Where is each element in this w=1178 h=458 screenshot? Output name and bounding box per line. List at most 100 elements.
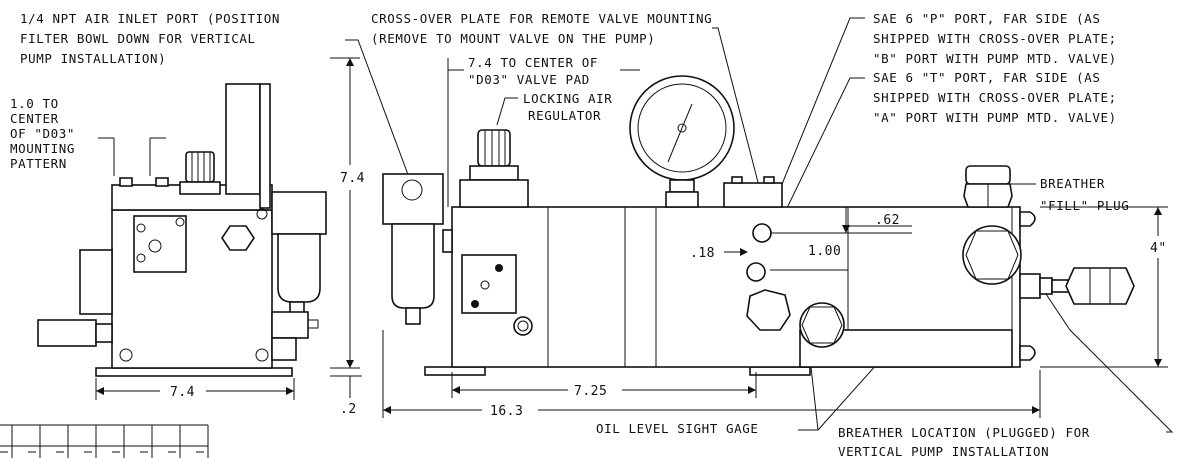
callout-sae-p-port: SAE 6 "P" PORT, FAR SIDE (AS SHIPPED WIT…: [873, 11, 1117, 66]
side-right-fitting: [271, 311, 309, 339]
front-filter-bowl: [391, 223, 435, 309]
callout-locking-regulator: LOCKING AIR REGULATOR: [523, 91, 612, 123]
callout-crossover-plate: CROSS-OVER PLATE FOR REMOTE VALVE MOUNTI…: [371, 11, 712, 46]
side-pad-hole-1: [175, 217, 185, 227]
sae-t-line-2: SHIPPED WITH CROSS-OVER PLATE;: [873, 90, 1117, 105]
sae-p-line-1: SAE 6 "P" PORT, FAR SIDE (AS: [873, 11, 1101, 26]
side-top-nub-left: [119, 177, 133, 187]
side-bolt-right: [255, 348, 269, 362]
d03-line-1: 1.0 TO: [10, 96, 59, 111]
side-right-tab: [307, 319, 319, 329]
side-right-elbow: [271, 337, 297, 361]
callout-breather-location: BREATHER LOCATION (PLUGGED) FOR VERTICAL…: [838, 425, 1090, 458]
side-filter-head: [271, 191, 327, 235]
end-cap-bottom: [1019, 345, 1036, 361]
front-filter-cap: [401, 179, 423, 201]
front-foot-right: [749, 366, 811, 376]
front-filter-drain: [405, 307, 421, 325]
dimension-lines: 7.4 7.4 .2 7.25: [95, 57, 1168, 419]
breather-fill-cap: [965, 165, 1011, 185]
sae-p-port: [752, 223, 772, 243]
gauge-stem: [669, 179, 695, 193]
sae-t-port: [746, 262, 766, 282]
breather-loc-line-2: VERTICAL PUMP INSTALLATION: [838, 444, 1049, 458]
side-regulator-collar: [179, 181, 221, 195]
scale-ruler: [0, 424, 209, 458]
gauge-fitting: [665, 191, 699, 208]
sae-p-leader: [761, 17, 865, 234]
crossover-nub-left: [731, 176, 743, 184]
end-cap-top: [1019, 211, 1036, 227]
crossover-line-2: (REMOVE TO MOUNT VALVE ON THE PUMP): [371, 31, 655, 46]
breather-location-plug: [962, 225, 1022, 285]
regulator-line-1: LOCKING AIR: [523, 91, 612, 106]
air-inlet-line-2: FILTER BOWL DOWN FOR VERTICAL: [20, 31, 256, 46]
breather-loc-line-1: BREATHER LOCATION (PLUGGED) FOR: [838, 425, 1090, 440]
breather-loc-leader: [1041, 287, 1174, 433]
breather-fill-line-1: BREATHER: [1040, 176, 1105, 191]
front-plate-dot-1: [495, 264, 503, 272]
side-gauge-edge: [259, 83, 271, 209]
side-inlet-fitting: [37, 319, 97, 347]
dim-port-spacing-top: .62: [875, 213, 900, 228]
air-inlet-line-1: 1/4 NPT AIR INLET PORT (POSITION: [20, 11, 280, 26]
side-pad-port-1: [148, 239, 162, 253]
side-filter-bowl: [277, 233, 321, 303]
d03-line-5: PATTERN: [10, 156, 67, 171]
front-view: [382, 75, 1135, 376]
dim-overall-length: 16.3: [490, 404, 523, 419]
d03-line-4: MOUNTING: [10, 141, 75, 156]
dim-base-to-pad: 7.25: [574, 384, 607, 399]
front-filter-head: [382, 173, 444, 225]
front-filter-connector: [442, 229, 453, 253]
side-view: [37, 83, 327, 377]
front-plate-port: [480, 280, 490, 290]
regulator-leader: [496, 97, 518, 126]
front-hex-plug: [513, 316, 533, 336]
d03-line-2: CENTER: [10, 111, 59, 126]
valve-pad-line-2: "D03" VALVE PAD: [468, 72, 590, 87]
side-base-plate: [95, 367, 293, 377]
callout-breather-fill: BREATHER "FILL" PLUG: [1040, 176, 1129, 213]
front-regulator-body: [459, 179, 529, 208]
air-inlet-leader: [345, 39, 411, 181]
pressure-gauge-face: [637, 83, 727, 173]
front-plate-dot-2: [471, 300, 479, 308]
side-pad-hole-3: [136, 253, 146, 263]
sae-p-line-2: SHIPPED WITH CROSS-OVER PLATE;: [873, 31, 1117, 46]
side-bolt-top: [256, 208, 268, 220]
side-port-block: [79, 249, 113, 315]
air-inlet-line-3: PUMP INSTALLATION): [20, 51, 166, 66]
side-inlet-nut: [95, 323, 113, 343]
front-regulator-collar: [469, 165, 519, 181]
crossover-line-1: CROSS-OVER PLATE FOR REMOTE VALVE MOUNTI…: [371, 11, 712, 26]
side-gauge-tower: [225, 83, 261, 195]
dim-port-offset: 1.00: [808, 244, 841, 259]
dim-tank-height: 4": [1150, 241, 1167, 256]
dim-port-spacing-side: .18: [690, 246, 715, 261]
callout-air-inlet: 1/4 NPT AIR INLET PORT (POSITION FILTER …: [20, 11, 280, 66]
callout-sight-gage: OIL LEVEL SIGHT GAGE: [596, 421, 759, 436]
breather-fill-line-2: "FILL" PLUG: [1040, 198, 1129, 213]
callout-valve-pad: 7.4 TO CENTER OF "D03" VALVE PAD: [468, 55, 598, 87]
end-port-block: [1019, 273, 1041, 299]
callout-sae-t-port: SAE 6 "T" PORT, FAR SIDE (AS SHIPPED WIT…: [873, 70, 1117, 125]
callout-d03-center: 1.0 TO CENTER OF "D03" MOUNTING PATTERN: [10, 96, 75, 171]
sae-t-line-1: SAE 6 "T" PORT, FAR SIDE (AS: [873, 70, 1101, 85]
valve-pad-line-1: 7.4 TO CENTER OF: [468, 55, 598, 70]
end-port-nut: [1039, 277, 1053, 295]
side-hex-fitting: [221, 225, 255, 251]
side-bolt-left: [119, 348, 133, 362]
d03-line-3: OF "D03": [10, 126, 75, 141]
crossover-plate: [723, 182, 783, 208]
end-port-hex: [1065, 267, 1135, 305]
sae-t-line-3: "A" PORT WITH PUMP MTD. VALVE): [873, 110, 1117, 125]
crossover-nub-right: [763, 176, 775, 184]
dim-side-height: 7.4: [340, 171, 365, 186]
sight-gage-hex: [799, 302, 845, 348]
dim-foot-offset: .2: [340, 402, 357, 417]
front-foot-left: [424, 366, 486, 376]
dim-side-width: 7.4: [170, 385, 195, 400]
crossover-leader: [712, 27, 761, 191]
